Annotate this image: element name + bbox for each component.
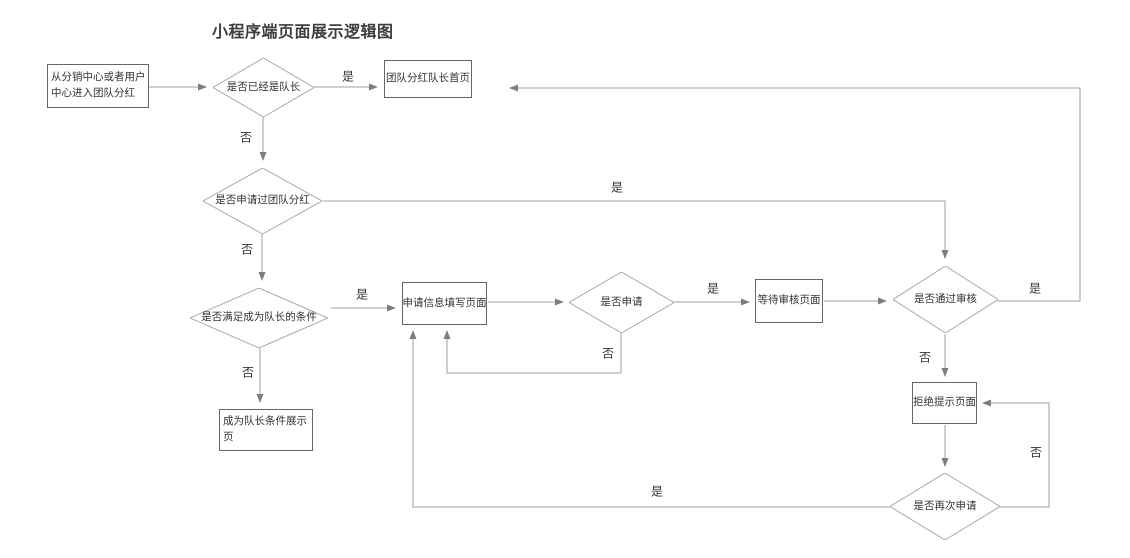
diamond-shape [190,288,328,348]
decision-whether-apply-label: 是否申请 [600,295,643,308]
edge-review-passed-yes-to-leader-home [509,84,1081,302]
edge-label-is-leader-yes: 是 [341,69,355,84]
edge-reapply-yes-to-apply-form [409,330,890,508]
edge-reapply-no-to-reject-page [982,399,1050,508]
edge-label-meets-condition-no: 否 [241,365,255,380]
decision-review-passed-label: 是否通过审核 [914,292,977,305]
node-condition-page: 成为队长条件展示页 [219,409,313,451]
edge-label-has-applied-yes: 是 [610,180,624,195]
node-condition-page-label: 成为队长条件展示页 [223,415,307,443]
diamond-shape [893,266,998,333]
edge-label-whether-apply-no: 否 [601,346,615,361]
diamond-shape [890,473,1000,540]
node-start-label: 从分销中心或者用户中心进入团队分红 [51,71,146,99]
edge-label-review-passed-no: 否 [918,350,932,365]
decision-reapply: 是否再次申请 [890,473,1000,540]
node-wait-review: 等待审核页面 [755,279,823,323]
diamond-shape [213,58,314,117]
edge-whether-apply-no-to-apply-form [443,330,622,374]
edge-label-has-applied-no: 否 [240,242,254,257]
decision-has-applied-label: 是否申请过团队分红 [215,194,310,207]
node-start: 从分销中心或者用户中心进入团队分红 [47,64,149,108]
decision-reapply-label: 是否再次申请 [913,499,977,512]
edge-label-is-leader-no: 否 [239,130,253,145]
page-title: 小程序端页面展示逻辑图 [212,24,394,41]
node-reject-page: 拒绝提示页面 [912,382,977,424]
node-apply-form-label: 申请信息填写页面 [402,296,487,309]
edge-label-whether-apply-yes: 是 [706,281,720,296]
decision-review-passed: 是否通过审核 [893,266,998,333]
edge-label-reapply-no: 否 [1029,445,1043,460]
decision-meets-condition-label: 是否满足成为队长的条件 [201,311,317,324]
node-wait-review-label: 等待审核页面 [757,294,821,307]
node-reject-page-label: 拒绝提示页面 [913,396,976,409]
node-leader-home: 团队分红队长首页 [384,60,472,98]
edge-has-applied-yes-to-review-passed [323,200,949,259]
node-leader-home-label: 团队分红队长首页 [386,72,470,85]
decision-is-leader: 是否已经是队长 [213,58,314,117]
decision-meets-condition: 是否满足成为队长的条件 [190,288,328,348]
diamond-shape [569,272,674,333]
decision-whether-apply: 是否申请 [569,272,674,333]
node-apply-form: 申请信息填写页面 [402,282,487,325]
edge-label-reapply-yes: 是 [650,484,664,499]
edge-label-review-passed-yes: 是 [1028,281,1042,296]
decision-is-leader-label: 是否已经是队长 [226,80,301,93]
diamond-shape [203,168,322,234]
decision-has-applied: 是否申请过团队分红 [203,168,322,234]
edge-label-meets-condition-yes: 是 [355,287,369,302]
